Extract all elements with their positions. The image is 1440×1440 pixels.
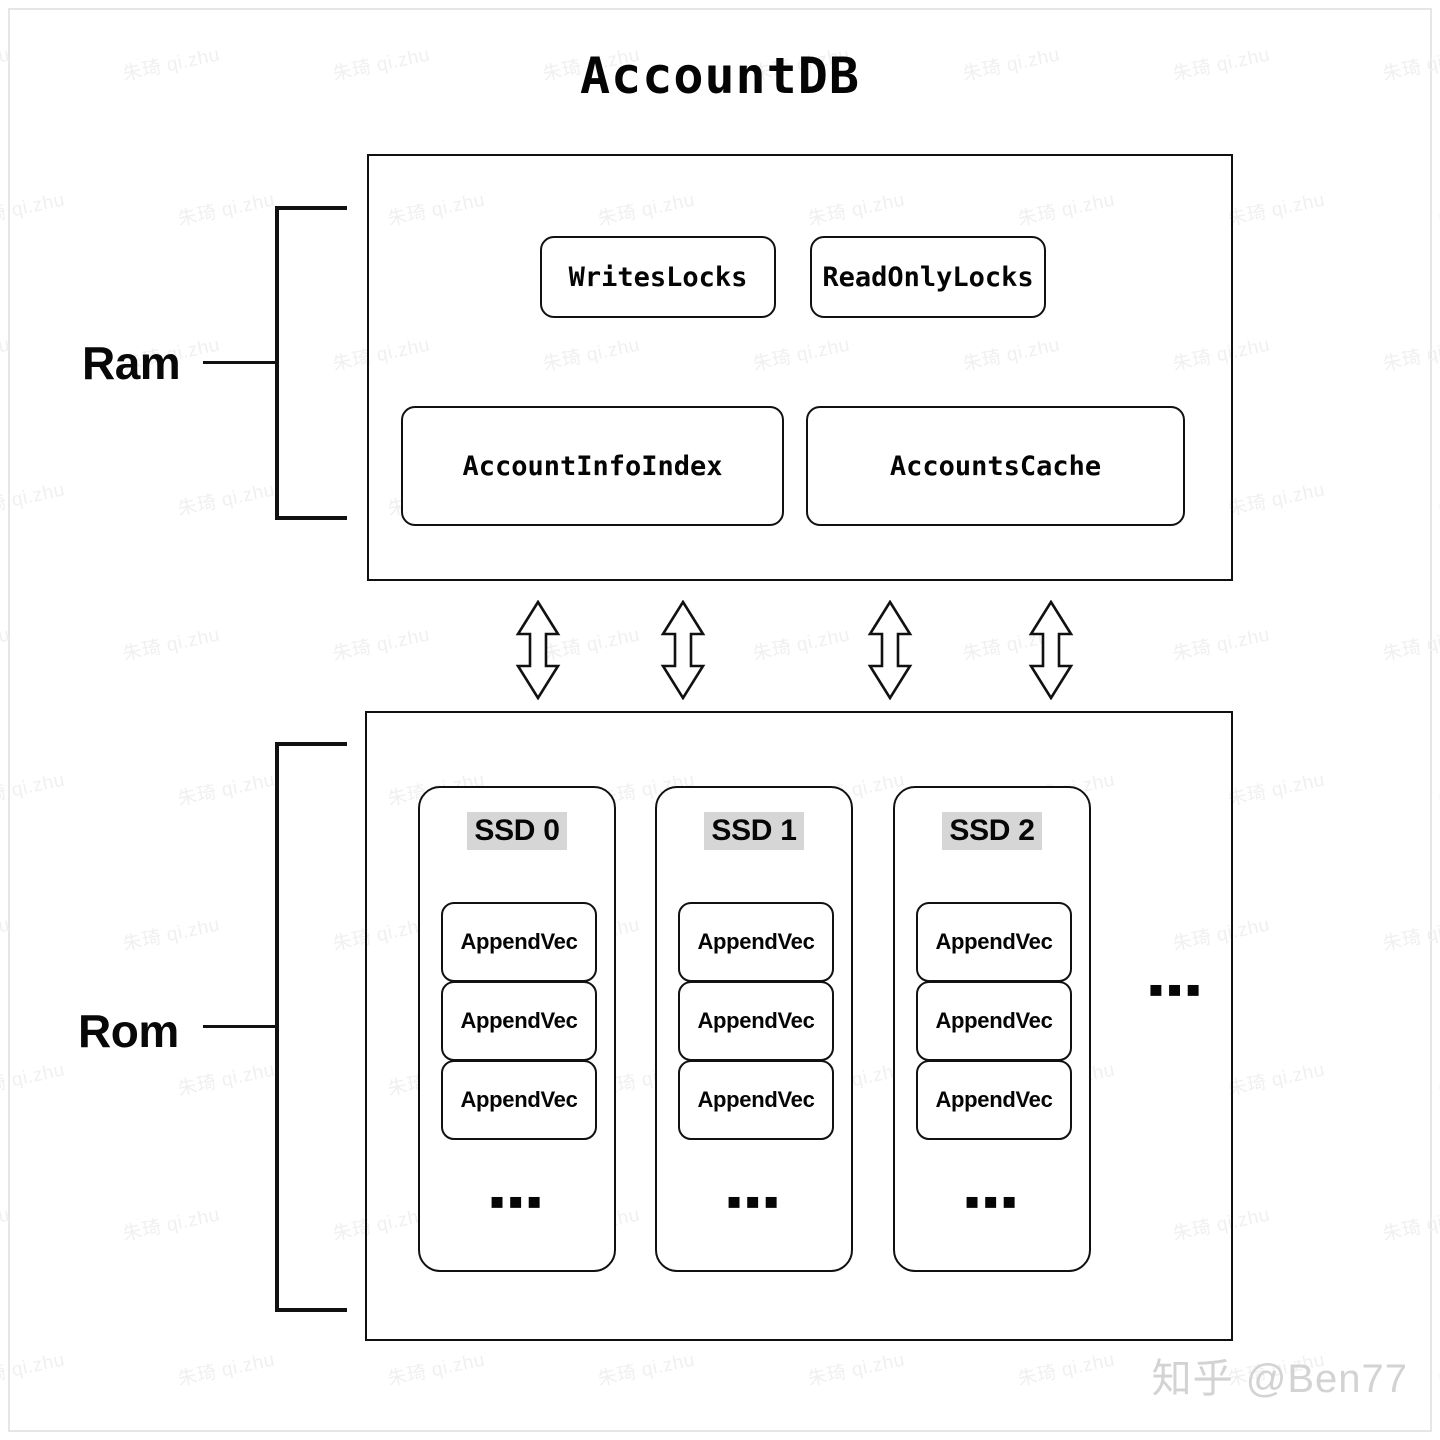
watermark-tile: 朱琦 qi.zhu bbox=[1226, 1059, 1327, 1101]
component-label: ReadOnlyLocks bbox=[822, 261, 1034, 293]
append-vec-stack: AppendVec AppendVec AppendVec bbox=[916, 902, 1072, 1140]
watermark-tile: 朱琦 qi.zhu bbox=[1171, 624, 1272, 666]
component-account-info-index[interactable]: AccountInfoIndex bbox=[401, 406, 784, 526]
watermark-tile: 朱琦 qi.zhu bbox=[1436, 479, 1440, 521]
bracket-spine bbox=[275, 742, 279, 1312]
watermark-tile: 朱琦 qi.zhu bbox=[1436, 189, 1440, 231]
append-vec-more-ellipsis: ▪▪▪ bbox=[726, 1177, 782, 1226]
watermark-tile: 朱琦 qi.zhu bbox=[176, 479, 277, 521]
watermark-tile: 朱琦 qi.zhu bbox=[1381, 334, 1440, 376]
ssd-column-2[interactable]: SSD 2 AppendVec AppendVec AppendVec ▪▪▪ bbox=[893, 786, 1091, 1272]
watermark-tile: 朱琦 qi.zhu bbox=[1226, 769, 1327, 811]
ssd-column-1[interactable]: SSD 1 AppendVec AppendVec AppendVec ▪▪▪ bbox=[655, 786, 853, 1272]
component-accounts-cache[interactable]: AccountsCache bbox=[806, 406, 1185, 526]
watermark-tile: 朱琦 qi.zhu bbox=[1381, 914, 1440, 956]
bracket-arm-bottom bbox=[275, 1308, 347, 1312]
watermark-tile: 朱琦 qi.zhu bbox=[596, 1349, 697, 1391]
bracket-arm-bottom bbox=[275, 516, 347, 520]
ssd-label-text: SSD 2 bbox=[942, 812, 1042, 850]
append-vec-box[interactable]: AppendVec bbox=[916, 902, 1072, 982]
component-writes-locks[interactable]: WritesLocks bbox=[540, 236, 776, 318]
transfer-arrow-1 bbox=[515, 600, 561, 700]
watermark-tile: 朱琦 qi.zhu bbox=[0, 1204, 12, 1245]
component-read-only-locks[interactable]: ReadOnlyLocks bbox=[810, 236, 1046, 318]
watermark-tile: 朱琦 qi.zhu bbox=[0, 479, 67, 521]
watermark-tile: 朱琦 qi.zhu bbox=[1226, 189, 1327, 231]
rom-region-box bbox=[365, 711, 1233, 1341]
watermark-tile: 朱琦 qi.zhu bbox=[1381, 1204, 1440, 1246]
append-vec-stack: AppendVec AppendVec AppendVec bbox=[678, 902, 834, 1140]
watermark-tile: 朱琦 qi.zhu bbox=[0, 914, 12, 955]
append-vec-box[interactable]: AppendVec bbox=[441, 981, 597, 1061]
ssd-label: SSD 1 bbox=[657, 812, 851, 850]
append-vec-more-ellipsis: ▪▪▪ bbox=[489, 1177, 545, 1226]
memory-tier-label-ram: Ram bbox=[82, 337, 181, 389]
watermark-tile: 朱琦 qi.zhu bbox=[386, 1349, 487, 1391]
watermark-tile: 朱琦 qi.zhu bbox=[0, 624, 12, 665]
watermark-tile: 朱琦 qi.zhu bbox=[0, 1059, 67, 1101]
watermark-tile: 朱琦 qi.zhu bbox=[0, 334, 12, 375]
bracket-arm-top bbox=[275, 742, 347, 746]
watermark-tile: 朱琦 qi.zhu bbox=[121, 624, 222, 666]
watermark-tile: 朱琦 qi.zhu bbox=[1436, 1349, 1440, 1391]
watermark-tile: 朱琦 qi.zhu bbox=[176, 1059, 277, 1101]
watermark-tile: 朱琦 qi.zhu bbox=[0, 189, 67, 231]
watermark-tile: 朱琦 qi.zhu bbox=[176, 189, 277, 231]
watermark-tile: 朱琦 qi.zhu bbox=[121, 1204, 222, 1246]
watermark-tile: 朱琦 qi.zhu bbox=[1016, 1349, 1117, 1391]
append-vec-box[interactable]: AppendVec bbox=[441, 1060, 597, 1140]
ssd-label-text: SSD 1 bbox=[704, 812, 804, 850]
rom-bracket bbox=[203, 742, 347, 1312]
ram-bracket bbox=[203, 206, 347, 520]
bracket-stem bbox=[203, 361, 277, 364]
watermark-tile: 朱琦 qi.zhu bbox=[1436, 1059, 1440, 1101]
ssd-label: SSD 2 bbox=[895, 812, 1089, 850]
watermark-tile: 朱琦 qi.zhu bbox=[331, 624, 432, 666]
ssd-label: SSD 0 bbox=[420, 812, 614, 850]
more-ssds-ellipsis: ▪▪▪ bbox=[1148, 965, 1204, 1014]
transfer-arrow-3 bbox=[867, 600, 913, 700]
watermark-tile: 朱琦 qi.zhu bbox=[1436, 769, 1440, 811]
bracket-spine bbox=[275, 206, 279, 520]
component-label: AccountInfoIndex bbox=[462, 450, 723, 482]
page-title: AccountDB bbox=[580, 47, 860, 105]
watermark-tile: 朱琦 qi.zhu bbox=[1226, 479, 1327, 521]
watermark-tile: 朱琦 qi.zhu bbox=[176, 1349, 277, 1391]
append-vec-stack: AppendVec AppendVec AppendVec bbox=[441, 902, 597, 1140]
append-vec-box[interactable]: AppendVec bbox=[441, 902, 597, 982]
append-vec-box[interactable]: AppendVec bbox=[678, 981, 834, 1061]
watermark-tile: 朱琦 qi.zhu bbox=[1381, 624, 1440, 666]
transfer-arrow-4 bbox=[1028, 600, 1074, 700]
watermark-tile: 朱琦 qi.zhu bbox=[176, 769, 277, 811]
transfer-arrow-2 bbox=[660, 600, 706, 700]
zhihu-watermark: 知乎 @Ben77 bbox=[1151, 1357, 1408, 1401]
component-label: AccountsCache bbox=[889, 450, 1102, 482]
bracket-arm-top bbox=[275, 206, 347, 210]
watermark-tile: 朱琦 qi.zhu bbox=[751, 624, 852, 666]
append-vec-box[interactable]: AppendVec bbox=[678, 1060, 834, 1140]
bracket-stem bbox=[203, 1025, 277, 1028]
memory-tier-label-rom: Rom bbox=[78, 1005, 179, 1057]
watermark-tile: 朱琦 qi.zhu bbox=[0, 1349, 67, 1391]
watermark-tile: 朱琦 qi.zhu bbox=[806, 1349, 907, 1391]
ram-region-box bbox=[367, 154, 1233, 581]
watermark-tile: 朱琦 qi.zhu bbox=[121, 914, 222, 956]
append-vec-box[interactable]: AppendVec bbox=[678, 902, 834, 982]
watermark-tile: 朱琦 qi.zhu bbox=[0, 769, 67, 811]
append-vec-box[interactable]: AppendVec bbox=[916, 1060, 1072, 1140]
ssd-label-text: SSD 0 bbox=[467, 812, 567, 850]
component-label: WritesLocks bbox=[568, 261, 748, 293]
append-vec-more-ellipsis: ▪▪▪ bbox=[964, 1177, 1020, 1226]
append-vec-box[interactable]: AppendVec bbox=[916, 981, 1072, 1061]
ssd-column-0[interactable]: SSD 0 AppendVec AppendVec AppendVec ▪▪▪ bbox=[418, 786, 616, 1272]
